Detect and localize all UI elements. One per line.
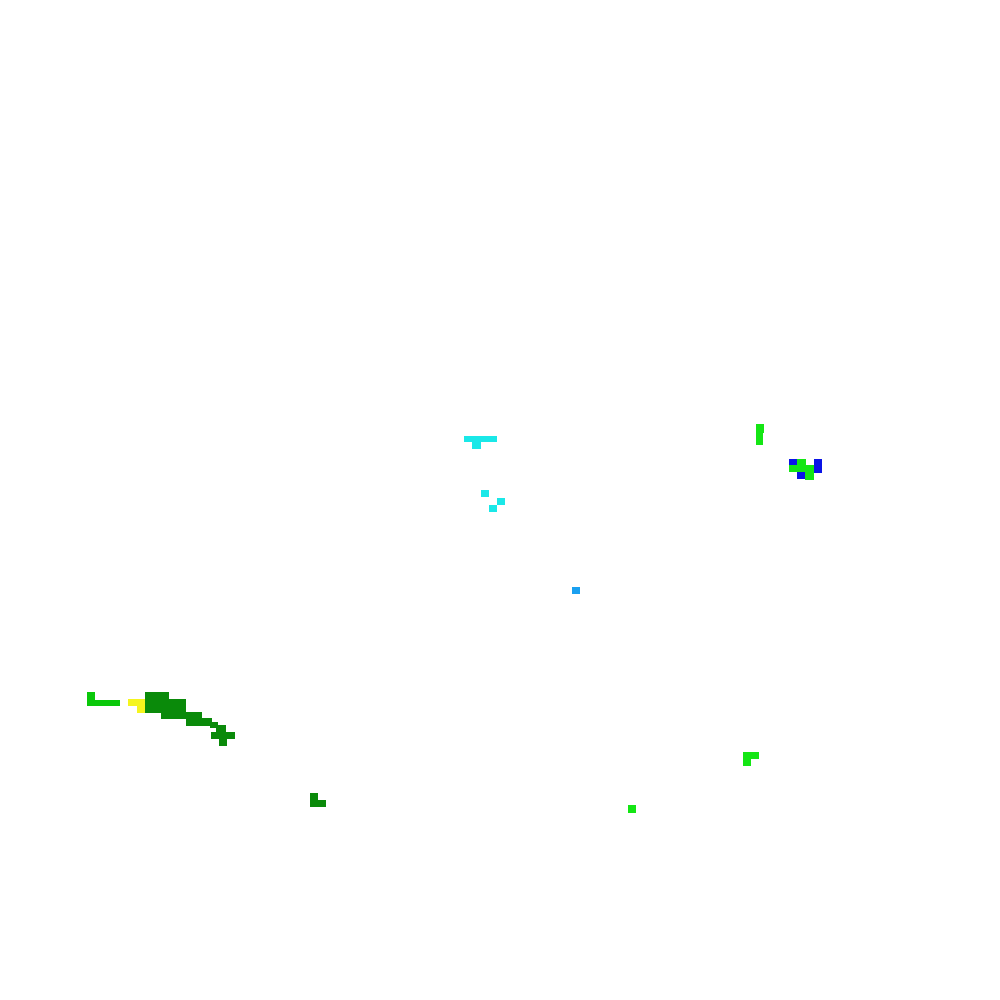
bright-green-point-south: [628, 805, 636, 813]
yellow-region-west: [128, 699, 145, 713]
bright-green-region-northeast: [756, 424, 764, 445]
bright-green-region-southeast: [743, 752, 759, 766]
dark-green-region-southwest: [145, 692, 235, 746]
cyan-region-scattered: [481, 490, 505, 512]
cyan-region-north: [464, 436, 497, 449]
green-region-west: [87, 692, 120, 706]
blue-green-cluster-northeast: [789, 459, 822, 480]
dark-green-region-south: [310, 793, 326, 807]
light-blue-point: [572, 587, 580, 594]
